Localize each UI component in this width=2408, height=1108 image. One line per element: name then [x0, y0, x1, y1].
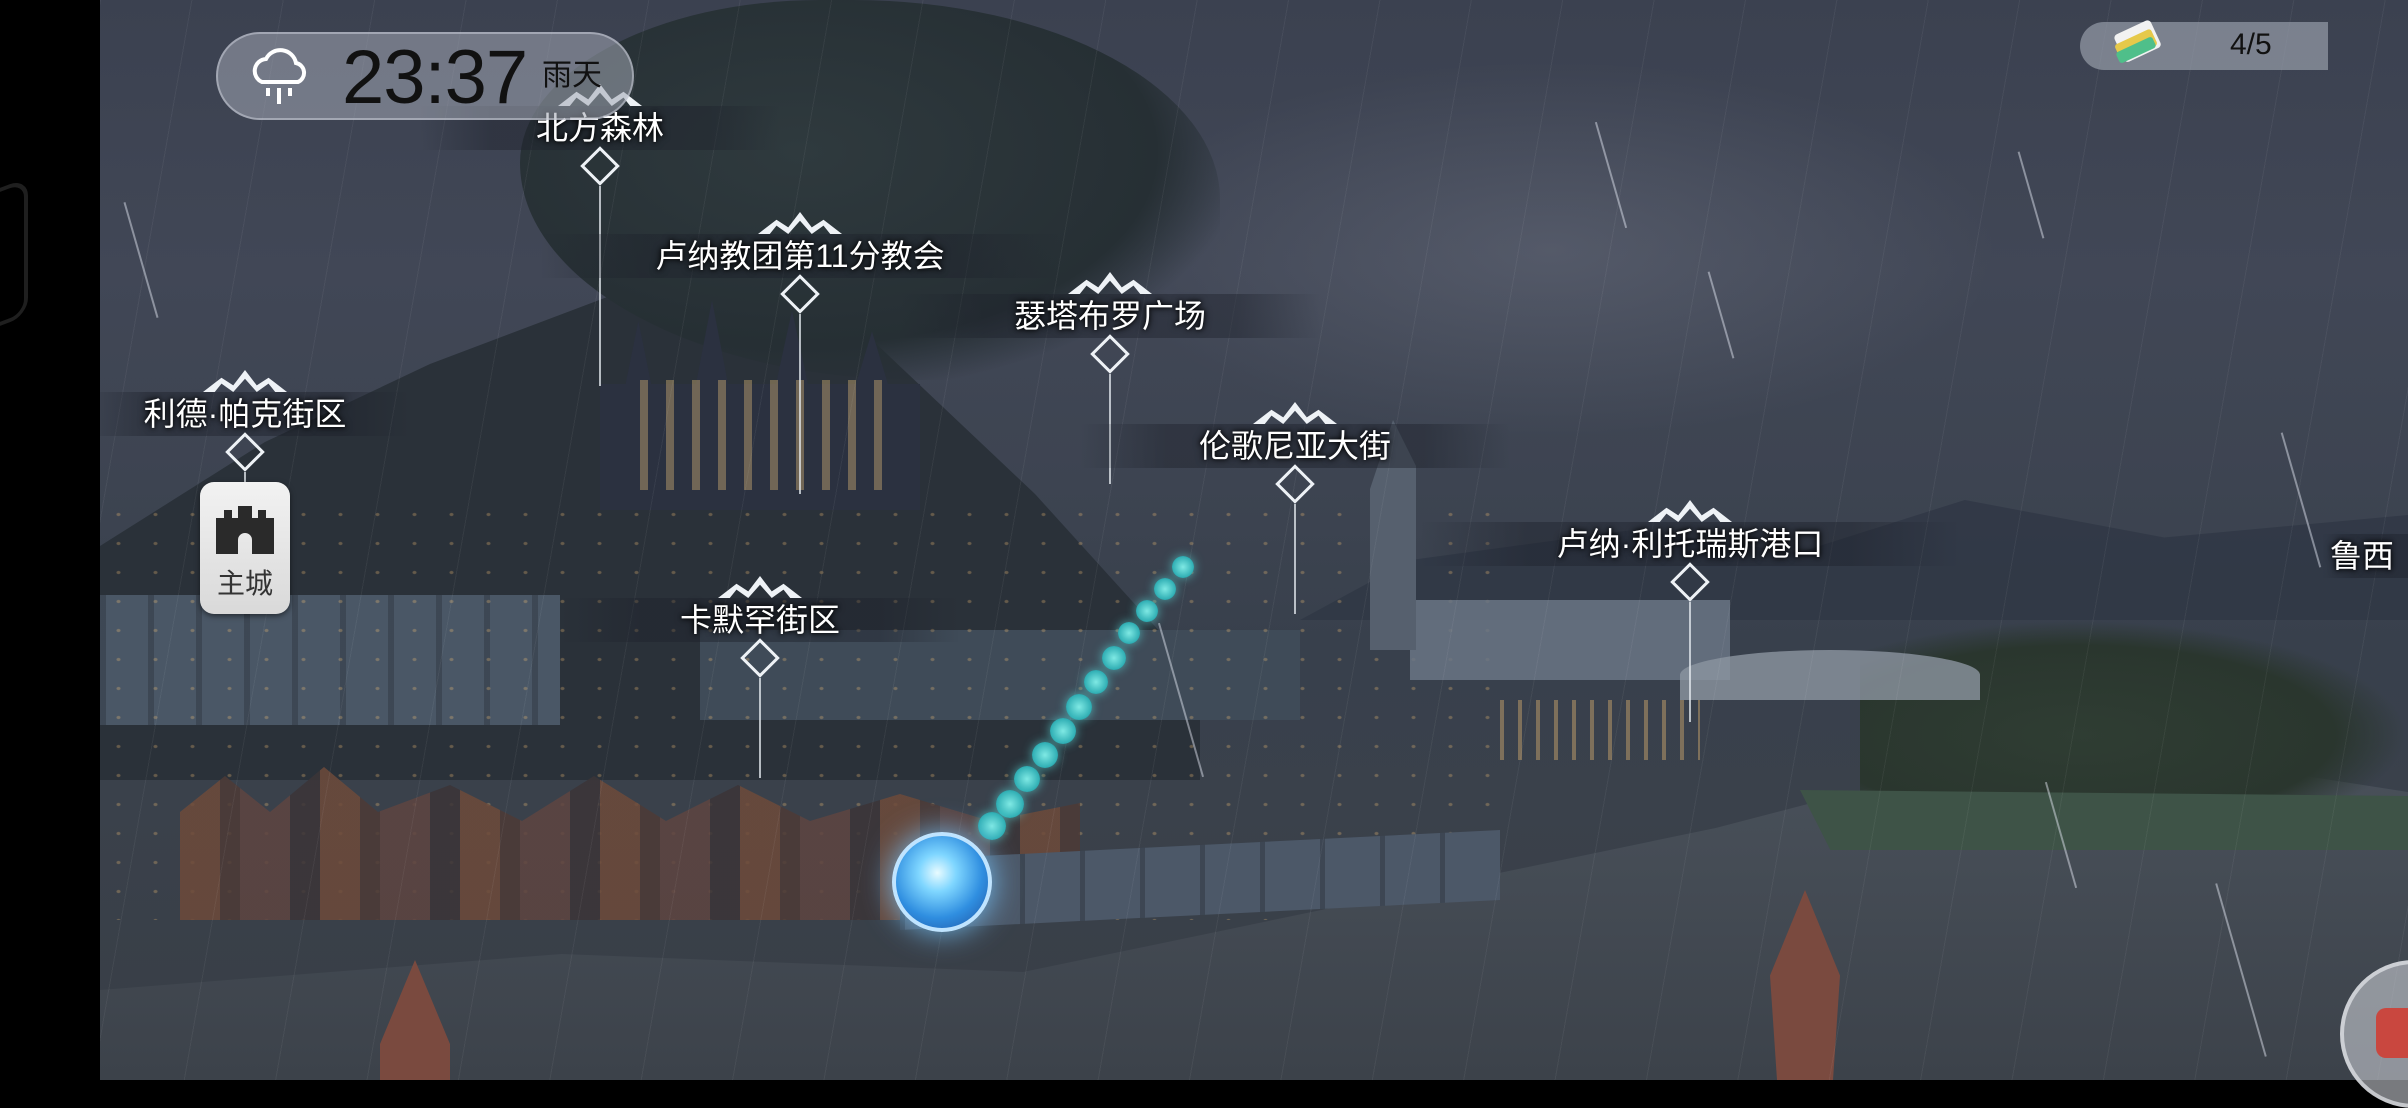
crown-emblem-icon	[1648, 494, 1732, 522]
route-trail-dot	[1102, 646, 1126, 670]
river-reflection	[1500, 700, 1700, 760]
island-ground	[1800, 790, 2408, 850]
diamond-pin-icon	[1670, 562, 1710, 602]
location-label: 卢纳·利托瑞斯港口	[1420, 522, 1960, 566]
location-marker-lide-park-district[interactable]: 利德·帕克街区	[100, 364, 410, 592]
route-trail-dot	[1154, 578, 1176, 600]
city-wall-middle	[700, 630, 1300, 720]
marker-stem	[1109, 374, 1111, 484]
left-black-bar	[0, 0, 100, 1080]
diamond-pin-icon	[225, 432, 265, 472]
cathedral-windows	[640, 380, 890, 490]
rain-cloud-icon	[252, 48, 307, 104]
diamond-pin-icon	[1090, 334, 1130, 374]
location-marker-lu-partial[interactable]: 鲁西	[2322, 534, 2408, 578]
sky-glow	[1100, 60, 2000, 440]
diamond-pin-icon	[1275, 464, 1315, 504]
location-marker-luna-litoris-port[interactable]: 卢纳·利托瑞斯港口	[1420, 494, 1960, 722]
stamina-ticket-icon	[2114, 20, 2161, 63]
location-label: 鲁西	[2322, 534, 2408, 578]
giant-tree	[520, 0, 1220, 380]
crown-emblem-icon	[758, 206, 842, 234]
stamina-counter[interactable]: 4/5	[2080, 20, 2328, 70]
route-trail-dot	[978, 812, 1006, 840]
weather-label: 雨天	[542, 59, 602, 92]
location-marker-seta-plaza[interactable]: 瑟塔布罗广场	[900, 266, 1320, 484]
location-label: 伦歌尼亚大街	[1080, 424, 1510, 468]
route-trail-dot	[1084, 670, 1108, 694]
marker-stem	[599, 186, 601, 386]
route-trail-dot	[996, 790, 1024, 818]
location-label: 卡默罕街区	[560, 598, 960, 642]
route-trail-dot	[1118, 622, 1140, 644]
diamond-pin-icon	[780, 274, 820, 314]
clock-time: 23:37	[342, 35, 528, 120]
location-marker-lungenia-avenue[interactable]: 伦歌尼亚大街	[1080, 396, 1510, 614]
marker-stem	[1689, 602, 1691, 722]
crown-emblem-icon	[1253, 396, 1337, 424]
diamond-pin-icon	[740, 638, 780, 678]
marker-stem	[1294, 504, 1296, 614]
stone-bridge	[1680, 650, 1980, 700]
city-wall-left	[100, 595, 560, 725]
route-trail-dot	[1032, 742, 1058, 768]
stamina-count: 4/5	[2230, 28, 2272, 61]
route-trail-dot	[1172, 556, 1194, 578]
route-trail-dot	[1050, 718, 1076, 744]
location-label: 瑟塔布罗广场	[900, 294, 1320, 338]
crown-emblem-icon	[203, 364, 287, 392]
hexagon-outline-icon	[0, 177, 28, 341]
crown-emblem-icon	[718, 570, 802, 598]
castle-icon	[216, 506, 274, 554]
corner-button-icon	[2376, 1008, 2408, 1058]
marker-stem	[759, 678, 761, 778]
rain-overlay	[100, 0, 2408, 1080]
location-marker-kamohan-district[interactable]: 卡默罕街区	[560, 570, 960, 778]
route-trail-dot	[1136, 600, 1158, 622]
diamond-pin-icon	[580, 146, 620, 186]
location-label: 利德·帕克街区	[100, 392, 410, 436]
world-map[interactable]: 北方森林 卢纳教团第11分教会 瑟塔布罗广场 利德·帕克街区 伦歌尼亚大街 卢纳…	[100, 0, 2408, 1080]
time-weather-panel: 23:37 雨天	[216, 32, 634, 120]
main-city-label: 主城	[216, 568, 273, 599]
harbor-buildings	[1410, 600, 1730, 680]
player-position-orb[interactable]	[892, 832, 992, 932]
marker-stem	[799, 314, 801, 494]
route-trail-dot	[1066, 694, 1092, 720]
main-city-button[interactable]: 主城	[200, 482, 290, 614]
route-trail-dot	[1014, 766, 1040, 792]
location-label: 卢纳教团第11分教会	[540, 234, 1060, 278]
crown-emblem-icon	[1068, 266, 1152, 294]
location-marker-luna-church[interactable]: 卢纳教团第11分教会	[540, 206, 1060, 494]
